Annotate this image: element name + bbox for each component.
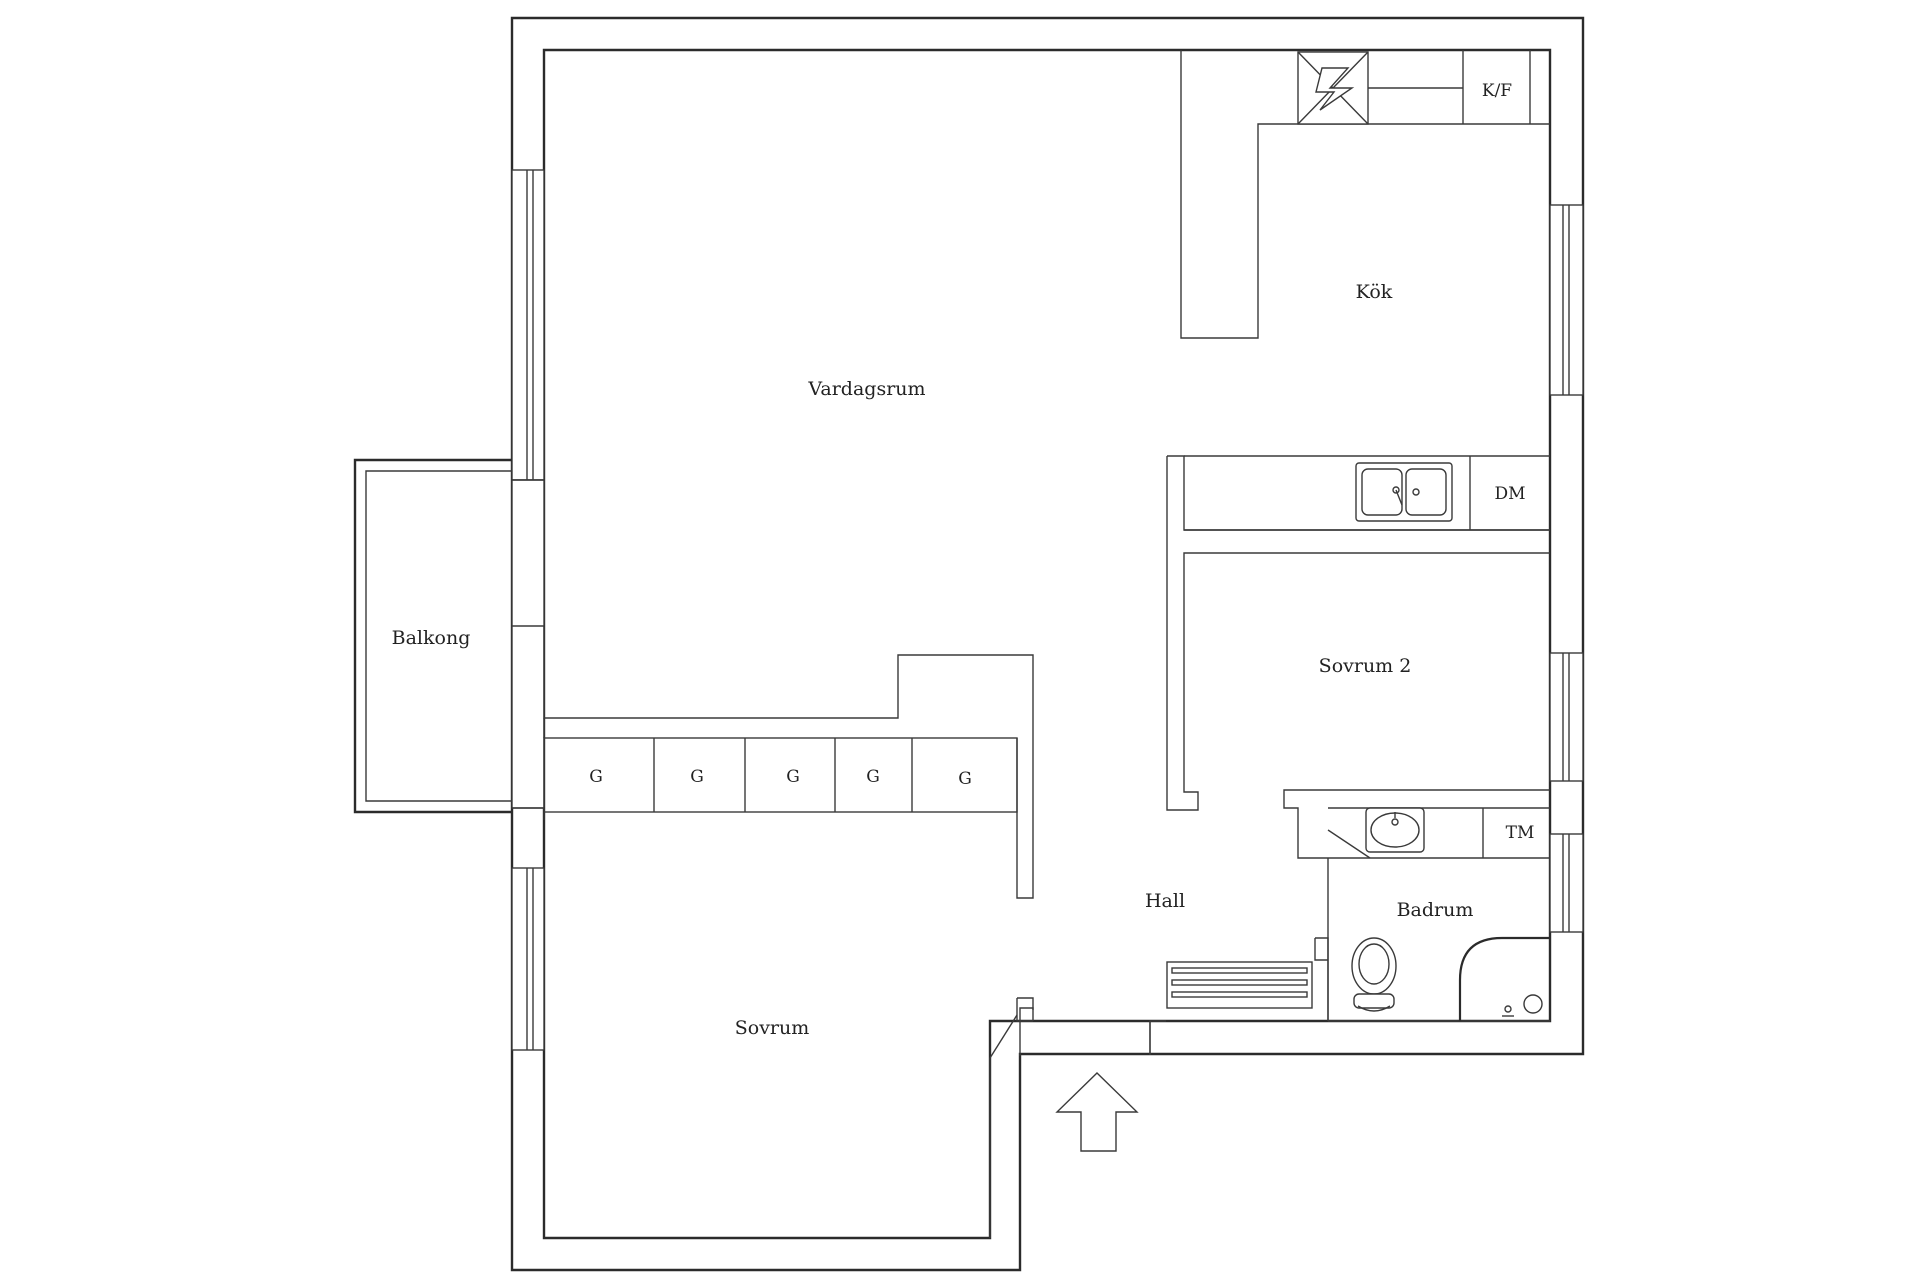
dishwasher-label: DM: [1494, 484, 1525, 504]
window-right-bedroom2: [1549, 652, 1584, 782]
room-label-bedroom2: Sovrum 2: [1319, 655, 1412, 677]
wardrobe-row: G G G G G: [543, 737, 1018, 813]
fridge-freezer-label: K/F: [1482, 81, 1512, 101]
exterior-walls: [510, 16, 1585, 1272]
room-label-balcony: Balkong: [392, 627, 471, 649]
wardrobe-label: G: [690, 767, 704, 787]
window-right-kitchen: [1549, 204, 1584, 396]
fridge-freezer: K/F: [1482, 81, 1512, 101]
kitchen-counter-lower: [1184, 456, 1550, 531]
room-label-bathroom: Badrum: [1397, 899, 1474, 921]
balcony-door: [511, 479, 545, 809]
wardrobe-label: G: [589, 767, 603, 787]
balcony: [353, 458, 512, 814]
double-sink-icon: [1355, 462, 1453, 522]
wardrobe-label: G: [786, 767, 800, 787]
window-left-lower: [511, 867, 545, 1051]
window-left-upper: [511, 169, 545, 481]
bathroom-counter: [1327, 807, 1550, 859]
arrow-up-icon: [1055, 1072, 1139, 1152]
washing-machine-label: TM: [1506, 823, 1535, 843]
hall-bench: [1166, 961, 1313, 1009]
wardrobe-label: G: [866, 767, 880, 787]
room-label-kitchen: Kök: [1356, 281, 1393, 303]
room-label-bedroom: Sovrum: [735, 1017, 810, 1039]
dishwasher: DM: [1494, 484, 1525, 504]
shower-icon: [1458, 936, 1550, 1021]
window-right-bathroom: [1549, 833, 1584, 933]
wardrobe-label: G: [958, 769, 972, 789]
toilet-icon: [1351, 937, 1397, 1012]
room-label-living: Vardagsrum: [807, 378, 925, 400]
stove-icon: [1297, 51, 1369, 125]
room-label-hall: Hall: [1145, 890, 1185, 912]
washbasin-icon: [1365, 807, 1425, 853]
washing-machine: TM: [1506, 823, 1535, 843]
